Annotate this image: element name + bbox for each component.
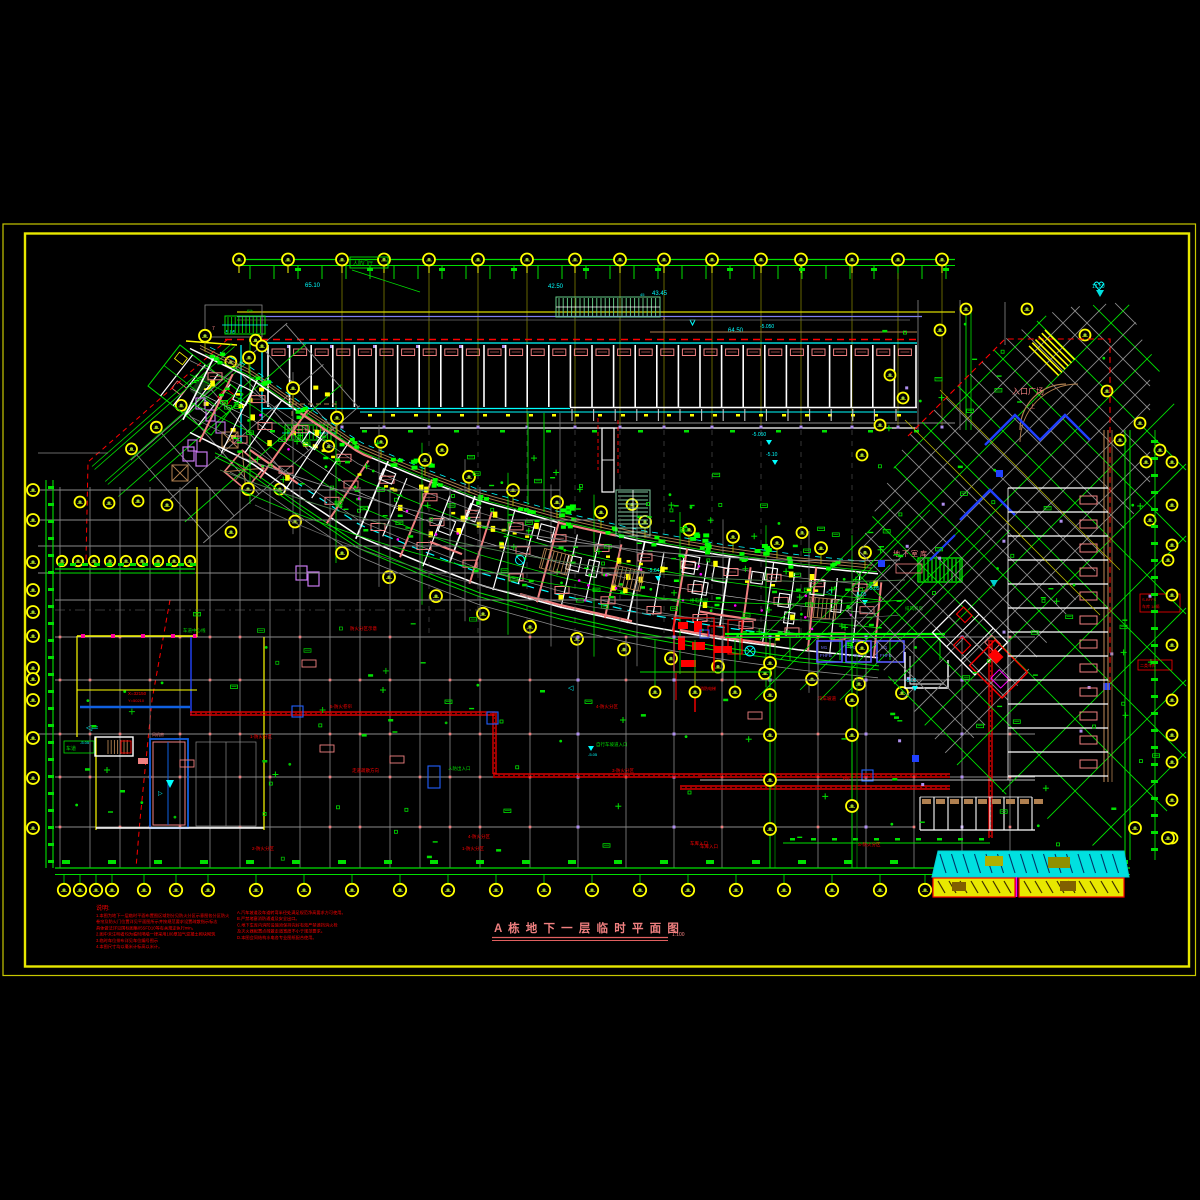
svg-text:车库入口: 车库入口 <box>690 840 708 847</box>
svg-text:M1: M1 <box>881 645 888 650</box>
svg-text:X=32150: X=32150 <box>128 691 147 696</box>
svg-text:A 栋 地 下 一 层 临 时 平 面 图: A 栋 地 下 一 层 临 时 平 面 图 <box>494 921 680 935</box>
svg-text:说明:: 说明: <box>96 904 110 912</box>
svg-text:▷: ▷ <box>158 791 163 797</box>
svg-text:D.本图会同结构水电各专业图纸配合使用。: D.本图会同结构水电各专业图纸配合使用。 <box>237 934 317 941</box>
svg-text:车道中心线: 车道中心线 <box>183 627 206 634</box>
svg-text:M1: M1 <box>850 645 857 650</box>
svg-text:6%: 6% <box>843 776 850 781</box>
svg-text:人防出入口: 人防出入口 <box>448 765 471 772</box>
svg-text:C.地下车库内消防设施须保持完好有效严禁遮挡消火栓: C.地下车库内消防设施须保持完好有效严禁遮挡消火栓 <box>237 921 338 928</box>
svg-text:FHFB: FHFB <box>820 653 832 658</box>
svg-text:排风机房: 排风机房 <box>905 605 923 612</box>
svg-text:A.汽车坡道及车道转弯半径处满足规范净高要求方可使用。: A.汽车坡道及车道转弯半径处满足规范净高要求方可使用。 <box>237 909 346 916</box>
svg-text:2.图中未注明者均为临时隔墙一律采用100厚加气混凝土砌块砌: 2.图中未注明者均为临时隔墙一律采用100厚加气混凝土砌块砌筑 <box>96 931 216 938</box>
svg-text:消防电梯: 消防电梯 <box>700 685 716 691</box>
svg-text:FHFB: FHFB <box>849 653 861 658</box>
svg-text:3-防火分区: 3-防火分区 <box>612 767 635 774</box>
svg-text:及灭火器配置点疏散走道宽度不小于规范要求。: 及灭火器配置点疏散走道宽度不小于规范要求。 <box>237 928 325 935</box>
svg-text:43.45: 43.45 <box>652 291 668 297</box>
svg-text:2-防火分区: 2-防火分区 <box>252 845 275 852</box>
svg-text:S-防火分区: S-防火分区 <box>858 841 881 848</box>
svg-text:42.50: 42.50 <box>548 284 564 290</box>
svg-text:自行车坡道入口: 自行车坡道入口 <box>596 741 628 748</box>
svg-text:1-防火分区: 1-防火分区 <box>250 733 273 740</box>
svg-text:车道: 车道 <box>66 745 76 752</box>
svg-text:64.50: 64.50 <box>728 328 744 334</box>
svg-text:人防门厅: 人防门厅 <box>353 260 373 267</box>
svg-text:17.50: 17.50 <box>1092 284 1105 290</box>
svg-text:-5.050: -5.050 <box>752 432 766 438</box>
svg-text:5-防火卷帘: 5-防火卷帘 <box>330 703 353 710</box>
svg-text:◁: ◁ <box>568 685 574 692</box>
svg-text:4-防火分区: 4-防火分区 <box>468 833 491 840</box>
svg-text:B.严禁堵塞消防通道及安全出口。: B.严禁堵塞消防通道及安全出口。 <box>237 915 300 922</box>
svg-text:1-防火分区: 1-防火分区 <box>462 845 485 852</box>
svg-text:-5.05: -5.05 <box>80 740 90 745</box>
svg-text:入口广场: 入口广场 <box>1012 386 1044 396</box>
svg-text:汽车坡道: 汽车坡道 <box>818 695 836 702</box>
svg-text:车库入口: 车库入口 <box>700 843 718 850</box>
svg-text:4.本图尺寸均以毫米计标高以米计。: 4.本图尺寸均以毫米计标高以米计。 <box>96 943 162 950</box>
svg-text:S-BFFS: S-BFFS <box>1142 597 1157 602</box>
svg-text:地下室库: 地下室库 <box>893 549 929 558</box>
svg-text:-5.10: -5.10 <box>766 452 778 458</box>
svg-text:-5.05: -5.05 <box>905 678 917 684</box>
svg-text:卷帘及防火门位置详见平面图所示并按规范要求设置疏散指示标志: 卷帘及防火门位置详见平面图所示并按规范要求设置疏散指示标志 <box>96 918 217 925</box>
svg-text:Y=50210: Y=50210 <box>128 698 145 703</box>
svg-text:4-防火分区: 4-防火分区 <box>596 703 619 710</box>
svg-text:防火分区示意: 防火分区示意 <box>350 625 377 632</box>
svg-text:M1: M1 <box>821 645 828 650</box>
svg-text:二类车库: 二类车库 <box>1140 662 1156 668</box>
svg-text:上: 上 <box>1030 403 1035 410</box>
svg-text:45: 45 <box>640 292 645 297</box>
svg-text:-5.05: -5.05 <box>868 586 880 592</box>
svg-text:上: 上 <box>338 433 343 440</box>
svg-text:65.10: 65.10 <box>305 283 321 289</box>
svg-text:风机房: 风机房 <box>152 731 164 737</box>
svg-text:-5.05: -5.05 <box>224 330 236 336</box>
svg-text:楼电梯间: 楼电梯间 <box>690 597 708 604</box>
svg-text:车库 18辆: 车库 18辆 <box>1142 603 1160 609</box>
svg-text:2: 2 <box>663 316 666 321</box>
svg-text:◁: ◁ <box>826 589 832 596</box>
svg-text:走道疏散方向: 走道疏散方向 <box>352 767 379 774</box>
svg-text:-5.64: -5.64 <box>648 568 660 574</box>
svg-text:6%: 6% <box>247 308 253 313</box>
svg-text:-5.05: -5.05 <box>855 592 867 598</box>
svg-text:1:100: 1:100 <box>672 932 685 938</box>
svg-text:FHFB: FHFB <box>880 653 892 658</box>
svg-text:具体做法详见国标图集05SFD10等有关规定执行min。: 具体做法详见国标图集05SFD10等有关规定执行min。 <box>96 924 196 931</box>
svg-text:-5.050: -5.050 <box>760 324 774 330</box>
svg-text:7: 7 <box>212 326 215 332</box>
svg-text:3.临时车位排布详见车位编号图示: 3.临时车位排布详见车位编号图示 <box>96 937 158 944</box>
svg-text:-5.05: -5.05 <box>588 752 598 757</box>
svg-text:1.本图为地下一层临时平面布置图区域划分见防火分区示意图各分: 1.本图为地下一层临时平面布置图区域划分见防火分区示意图各分区防火 <box>96 912 230 919</box>
